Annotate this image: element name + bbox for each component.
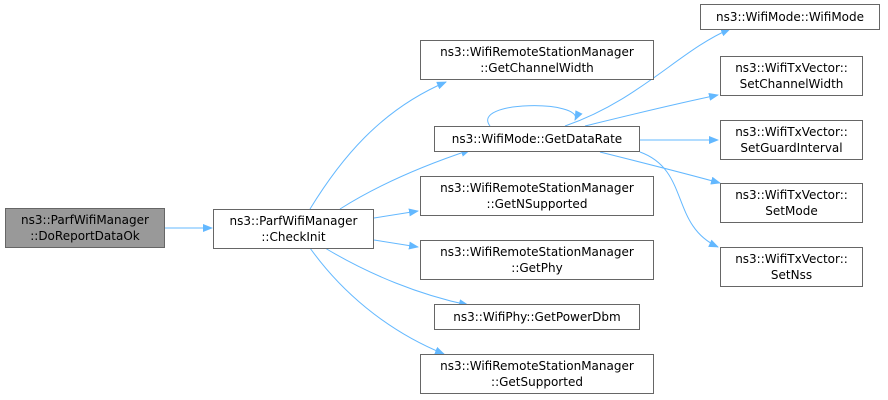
edge-getdatarate-to-setchannelwidth — [584, 92, 719, 127]
node-wifiphy-getpowerdbm[interactable]: ns3::WifiPhy::GetPowerDbm — [434, 304, 640, 330]
node-label-line1: ns3::WifiMode::GetDataRate — [451, 132, 623, 146]
edge-checkinit-to-getphy — [373, 239, 419, 250]
node-label-line2: SetGuardInterval — [740, 141, 843, 155]
node-wifiremotestationmanager-getnsupported[interactable]: ns3::WifiRemoteStationManager ::GetNSupp… — [420, 176, 654, 216]
node-parfwifimanager-doreportdataok: ns3::ParfWifiManager ::DoReportDataOk — [5, 208, 165, 248]
edge-checkinit-to-getnsupported — [373, 208, 419, 219]
node-wifitxvector-setchannelwidth[interactable]: ns3::WifiTxVector:: SetChannelWidth — [720, 56, 863, 96]
node-label-line1: ns3::ParfWifiManager — [229, 214, 358, 228]
node-label-line1: ns3::WifiTxVector:: — [735, 125, 848, 139]
node-wifitxvector-setnss[interactable]: ns3::WifiTxVector:: SetNss — [720, 247, 863, 287]
edge-getdatarate-to-setnss — [639, 151, 719, 248]
node-label-line2: ::GetChannelWidth — [480, 61, 594, 75]
node-wifitxvector-setmode[interactable]: ns3::WifiTxVector:: SetMode — [720, 183, 863, 223]
node-label-line1: ns3::WifiRemoteStationManager — [440, 45, 634, 59]
edge-checkinit-to-getsupported — [309, 247, 445, 355]
node-label-line1: ns3::WifiPhy::GetPowerDbm — [453, 310, 621, 324]
edge-checkinit-to-getchannelwidth — [309, 81, 447, 210]
node-label-line2: ::CheckInit — [261, 230, 326, 244]
node-wifiremotestationmanager-getsupported[interactable]: ns3::WifiRemoteStationManager ::GetSuppo… — [420, 354, 654, 394]
edge-getdatarate-to-wifimode — [564, 28, 731, 127]
node-label-line1: ns3::WifiRemoteStationManager — [440, 359, 634, 373]
node-wifiremotestationmanager-getphy[interactable]: ns3::WifiRemoteStationManager ::GetPhy — [420, 240, 654, 280]
node-label-line1: ns3::WifiRemoteStationManager — [440, 181, 634, 195]
edge-getdatarate-to-setmode — [599, 151, 721, 185]
node-label-line1: ns3::WifiMode::WifiMode — [715, 10, 865, 24]
node-label-line2: ::GetSupported — [491, 375, 583, 389]
edge-getdatarate-self-loop — [487, 105, 583, 127]
node-label-line2: ::GetNSupported — [486, 197, 588, 211]
node-label-line2: ::GetPhy — [511, 261, 563, 275]
node-wifiremotestationmanager-getchannelwidth[interactable]: ns3::WifiRemoteStationManager ::GetChann… — [420, 40, 654, 80]
node-parfwifimanager-checkinit[interactable]: ns3::ParfWifiManager ::CheckInit — [213, 209, 374, 249]
node-wifimode-getdatarate[interactable]: ns3::WifiMode::GetDataRate — [434, 126, 640, 152]
node-label-line1: ns3::WifiRemoteStationManager — [440, 245, 634, 259]
node-label-line2: SetChannelWidth — [739, 77, 844, 91]
edge-checkinit-to-getdatarate — [339, 149, 471, 210]
node-wifitxvector-setguardinterval[interactable]: ns3::WifiTxVector:: SetGuardInterval — [720, 120, 863, 160]
node-label-line2: ::DoReportDataOk — [30, 229, 140, 243]
node-label-line2: SetNss — [770, 268, 813, 282]
node-label-line1: ns3::ParfWifiManager — [21, 213, 149, 227]
node-label-line1: ns3::WifiTxVector:: — [735, 188, 848, 202]
edge-checkinit-to-getpowerdbm — [324, 247, 469, 308]
node-label-line2: SetMode — [765, 204, 818, 218]
node-label-line1: ns3::WifiTxVector:: — [735, 61, 848, 75]
node-wifimode-wifimode[interactable]: ns3::WifiMode::WifiMode — [700, 4, 880, 30]
node-label-line1: ns3::WifiTxVector:: — [735, 252, 848, 266]
